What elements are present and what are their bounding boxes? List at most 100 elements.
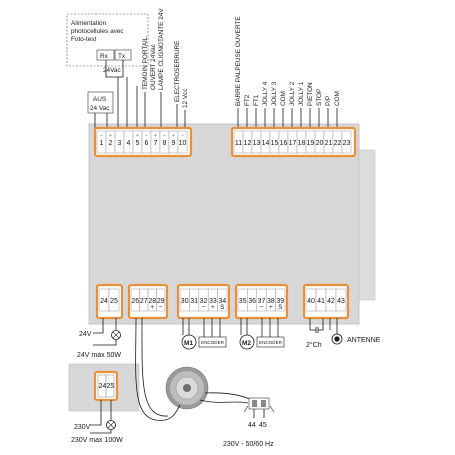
rx-box — [96, 49, 115, 61]
b4-sign-2: + — [269, 304, 273, 311]
tl-sign-6: − — [145, 133, 148, 138]
b4-sign-3: S — [278, 304, 282, 311]
b3-term-32: 32 — [200, 298, 208, 305]
antenna-circuit: ANTENNE — [329, 318, 381, 345]
b4-sign-1: − — [260, 304, 264, 311]
b2-term-29: 29 — [157, 298, 165, 305]
transformer-wire-3 — [199, 399, 249, 404]
antenna-label: ANTENNE — [347, 337, 381, 344]
lamp-24v-circuit: 24V 24V max 50W — [77, 318, 121, 359]
tr-term-23: 23 — [343, 140, 351, 147]
tl-sign-7: + — [154, 133, 157, 138]
second-channel-circuit: 2°Ch — [306, 318, 324, 349]
label-ouvert: OUVERT 24Vac — [150, 43, 157, 90]
b3-term-33: 33 — [209, 298, 217, 305]
tr-term-14: 14 — [262, 140, 270, 147]
tr-label-6: COM — [280, 91, 287, 106]
encoder-1-box — [198, 336, 227, 348]
b5-term-43: 43 — [337, 298, 345, 305]
tl-term-7: 7 — [154, 140, 158, 147]
tr-label-12: COM — [334, 91, 341, 106]
photocell-title-3: Foto-test — [71, 36, 96, 43]
b3-term-34: 34 — [218, 298, 226, 305]
tr-term-13: 13 — [253, 140, 261, 147]
b1-term-24: 24 — [100, 298, 108, 305]
photocell-title-2: photocellules avec — [71, 28, 124, 35]
tl-sign-5: + — [136, 133, 139, 138]
encoder-2-label: ENCODER — [259, 340, 283, 345]
tr-term-12: 12 — [244, 140, 252, 147]
tr-term-17: 17 — [289, 140, 297, 147]
mains-connector: 44 45 230V - 50/60 Hz — [223, 397, 275, 448]
b4-term-35: 35 — [239, 298, 247, 305]
b5-term-cell-43 — [335, 288, 347, 312]
b2-sign-1: + — [150, 304, 154, 311]
b1-term-25: 25 — [110, 298, 118, 305]
tl-term-9: 9 — [172, 140, 176, 147]
tl-sign-8: − — [163, 133, 166, 138]
tr-label-7: JOLLY 2 — [289, 81, 296, 106]
motor-1: M1 ENCODER — [181, 318, 227, 350]
b4-term-cell-39 — [275, 288, 286, 312]
tr-term-22: 22 — [334, 140, 342, 147]
b2-term-cell-29 — [156, 288, 166, 312]
tr-term-20: 20 — [316, 140, 324, 147]
b3-sign-1: − — [202, 304, 206, 311]
b5-term-41: 41 — [317, 298, 325, 305]
tr-label-10: STOP — [316, 89, 323, 106]
mains-label: 230V - 50/60 Hz — [223, 441, 274, 448]
b2-term-28: 28 — [148, 298, 156, 305]
b2-term-26: 26 — [131, 298, 139, 305]
aux-term-24: 24 — [99, 383, 107, 390]
label-lampe: LAMPE CLIGNOTANTE 24V — [158, 8, 165, 90]
tr-term-18: 18 — [298, 140, 306, 147]
transformer-wire-2 — [141, 317, 169, 417]
rx-label: Rx — [100, 53, 109, 60]
b5-term-40: 40 — [307, 298, 315, 305]
b3-term-cell-34 — [217, 288, 228, 312]
tl-term-1: 1 — [100, 140, 104, 147]
b4-term-37: 37 — [258, 298, 266, 305]
label-electroserrure: ELECTROSERRURE — [174, 41, 181, 102]
tr-label-9: PIETON — [307, 82, 314, 106]
tr-label-8: JOLLY 1 — [298, 81, 305, 106]
tl-sign-9: + — [172, 133, 175, 138]
aus-voltage: 24 Vac — [90, 105, 110, 112]
transformer-wire-4 — [204, 392, 251, 400]
b4-term-36: 36 — [248, 298, 256, 305]
tr-term-21: 21 — [325, 140, 333, 147]
photocell-title-1: Alimentation — [71, 20, 107, 27]
b4-term-39: 39 — [276, 298, 284, 305]
tl-term-cell-10 — [177, 130, 188, 154]
label-temoin: TEMOIN PORTAIL — [142, 36, 149, 90]
tx-label: Tx — [118, 53, 126, 60]
second-channel-label: 2°Ch — [306, 341, 322, 349]
b4-term-38: 38 — [267, 298, 275, 305]
b5-term-42: 42 — [327, 298, 335, 305]
motor-2: M2 ENCODER — [239, 318, 285, 350]
tr-term-16: 16 — [280, 140, 288, 147]
tl-term-3: 3 — [118, 140, 122, 147]
tl-term-2: 2 — [109, 140, 113, 147]
tr-label-5: JOLLY 3 — [271, 81, 278, 106]
b3-term-30: 30 — [181, 298, 189, 305]
lamp-230v-max: 230V max 100W — [71, 437, 123, 444]
aux-terminals: 24 25 — [97, 374, 114, 398]
mains-term-45: 45 — [259, 422, 267, 429]
tr-label-2: FT2 — [244, 94, 251, 106]
board-wing — [358, 149, 376, 301]
tr-term-15: 15 — [271, 140, 279, 147]
motor-2-label: M2 — [242, 340, 251, 347]
encoder-1-label: ENCODER — [201, 340, 225, 345]
tl-sign-1: − — [100, 133, 103, 138]
tr-label-3: FT1 — [253, 94, 260, 106]
encoder-2-box — [256, 336, 285, 348]
b2-term-27: 27 — [140, 298, 148, 305]
b1-term-cell-25 — [108, 288, 120, 312]
tr-term-cell-23 — [341, 130, 352, 154]
tr-label-11: P/P — [325, 96, 332, 106]
tr-label-1: BARRE PALPEUSE OUVERTE — [235, 16, 242, 106]
top-left-labels: TEMOIN PORTAIL OUVERT 24Vac LAMPE CLIGNO… — [142, 8, 189, 108]
